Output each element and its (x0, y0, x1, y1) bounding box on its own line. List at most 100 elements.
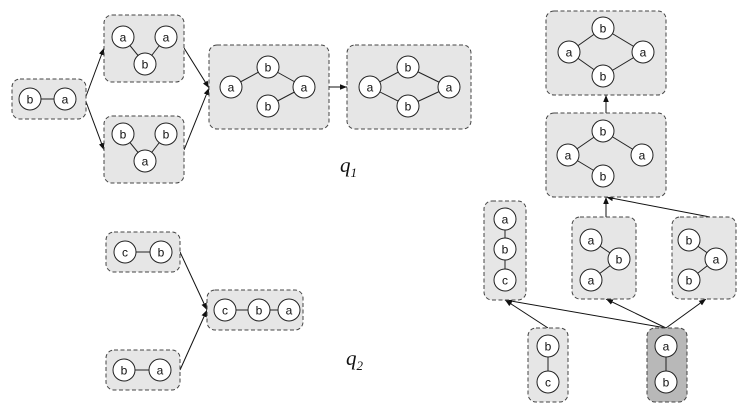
graph-node-label: b (686, 234, 693, 248)
graph-box-frame (208, 44, 330, 130)
graph-box-g15: ab (646, 327, 688, 403)
graph-node (113, 240, 137, 264)
graph-node-label: a (566, 46, 573, 60)
graph-node (396, 94, 420, 118)
graph-box-frame (346, 44, 472, 130)
graph-box-frame (545, 112, 667, 198)
graph-node-label: b (256, 304, 263, 318)
graph-node-label: b (600, 125, 607, 139)
arrow-g1-to-g2 (84, 47, 105, 100)
graph-node (536, 370, 560, 394)
graph-node (133, 52, 157, 76)
graph-node-label: b (158, 246, 165, 260)
query-label-q1-sub: 1 (351, 165, 358, 180)
graph-node-label: b (265, 61, 272, 75)
graph-node (149, 240, 173, 264)
graph-node (53, 87, 77, 111)
arrow-g14-to-g11 (504, 299, 549, 329)
graph-node (111, 122, 135, 146)
arrow-g3-to-g4 (183, 87, 210, 151)
graph-node-label: a (228, 81, 235, 95)
graph-node-label: b (545, 340, 552, 354)
graph-node-label: b (121, 364, 128, 378)
graph-node (247, 298, 271, 322)
arrow-g7-to-g8 (179, 309, 208, 371)
query-label-q2-sub: 2 (357, 358, 364, 373)
graph-node (557, 40, 581, 64)
graph-node (148, 358, 172, 382)
graph-node-label: b (142, 58, 149, 72)
graph-node (556, 143, 580, 167)
graph-node-label: a (163, 31, 170, 45)
graph-node (18, 87, 42, 111)
graph-node-label: b (616, 253, 623, 267)
graph-box-g13: b a b (671, 216, 737, 300)
graph-node (112, 358, 136, 382)
graph-node-label: c (122, 246, 128, 260)
graph-node-label: b (502, 243, 509, 257)
graph-node-label: a (157, 364, 164, 378)
graph-node (493, 207, 517, 231)
arrow-g15-to-g13 (665, 298, 707, 329)
graph-node-label: a (663, 340, 670, 354)
graph-box-g14: bc (527, 327, 569, 403)
graph-node (579, 268, 603, 292)
graph-node (677, 268, 701, 292)
graph-node (154, 122, 178, 146)
graph-node (493, 268, 517, 292)
graph-node (631, 40, 655, 64)
graph-node-label: b (663, 376, 670, 390)
graph-node (607, 247, 631, 271)
graph-node (654, 370, 678, 394)
graph-node-label: a (565, 149, 572, 163)
graph-node-label: b (405, 61, 412, 75)
graph-node-label: b (600, 22, 607, 36)
arrow-g15-to-g12 (605, 298, 667, 329)
graph-node (591, 16, 615, 40)
graph-node-label: b (686, 274, 693, 288)
graph-box-frame (545, 10, 667, 96)
graph-node (154, 25, 178, 49)
graph-node (133, 149, 157, 173)
graph-node-label: a (640, 46, 647, 60)
graph-box-g11: abc (483, 200, 527, 301)
graph-node (219, 75, 243, 99)
graph-node-label: b (120, 128, 127, 142)
graph-node-label: c (545, 376, 551, 390)
graph-node-label: b (405, 100, 412, 114)
graph-node-label: a (502, 213, 509, 227)
graph-node-label: a (120, 31, 127, 45)
arrow-g6-to-g8 (179, 251, 208, 311)
graph-box-g12: aba (571, 216, 637, 300)
graph-node (591, 64, 615, 88)
graph-box-g10: b a a b (545, 112, 667, 198)
graph-node-label: a (639, 149, 646, 163)
graph-node (493, 237, 517, 261)
graph-node (654, 334, 678, 358)
arrow-g1-to-g3 (84, 98, 105, 151)
graph-node (579, 228, 603, 252)
graph-node-label: a (713, 253, 720, 267)
graph-node (536, 334, 560, 358)
graph-node (111, 25, 135, 49)
graph-node-label: b (27, 93, 34, 107)
graph-node-label: a (588, 234, 595, 248)
arrow-g13-to-g10 (605, 195, 711, 218)
graph-node-label: a (446, 81, 453, 95)
graph-node-label: a (286, 304, 293, 318)
graph-node (677, 228, 701, 252)
graph-node (396, 55, 420, 79)
graph-node-label: b (600, 170, 607, 184)
graph-node (591, 119, 615, 143)
graph-node-label: c (222, 304, 228, 318)
graph-node (437, 75, 461, 99)
arrow-g15-to-g11 (504, 298, 667, 329)
graph-node-label: b (265, 100, 272, 114)
